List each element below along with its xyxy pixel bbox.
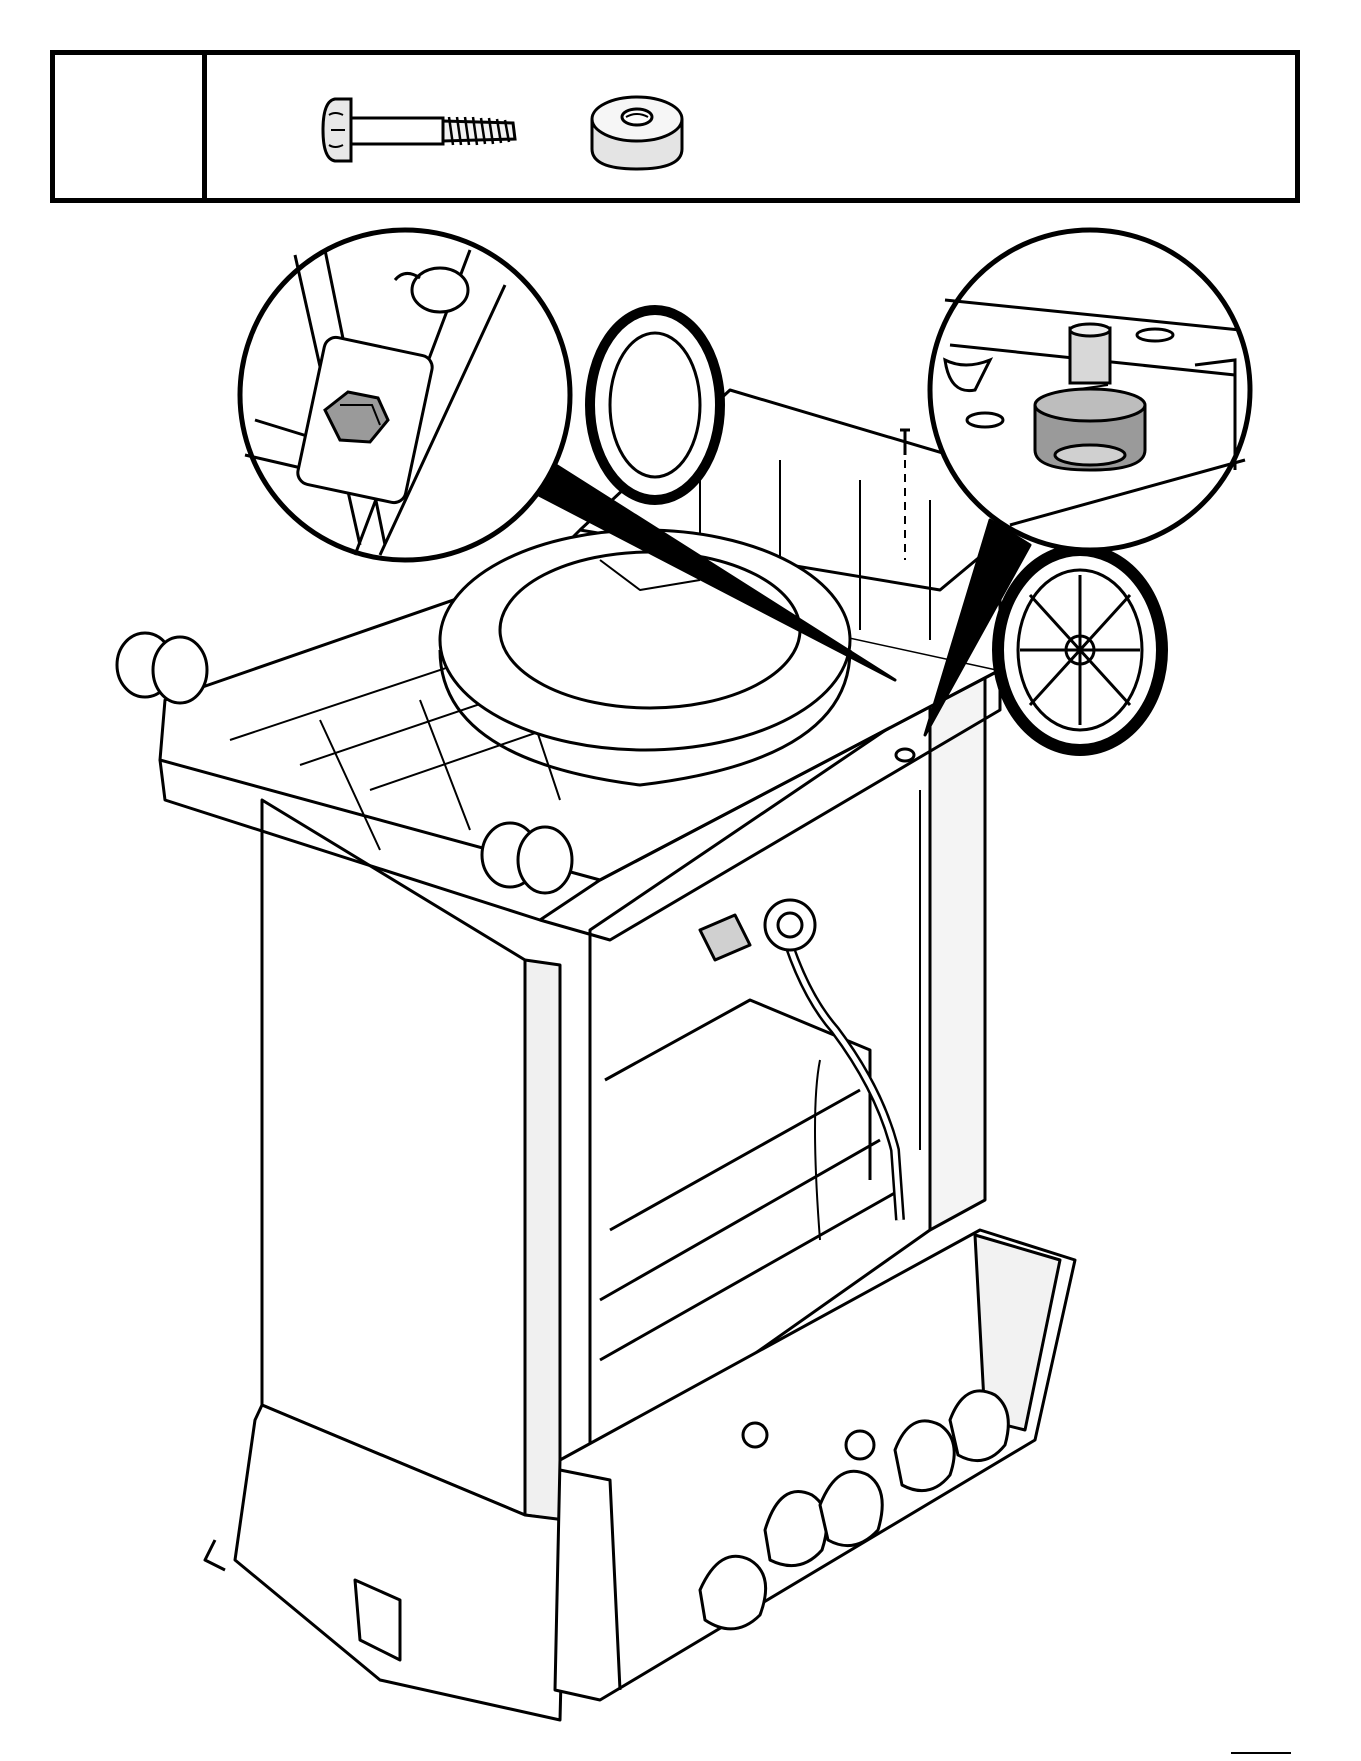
right-side-panel [930, 670, 985, 1230]
parts-area [207, 55, 1295, 198]
parts-box [50, 50, 1300, 203]
shoulder-bolt-icon [317, 85, 527, 175]
bolt-head-detail [240, 230, 570, 560]
left-side-panel [262, 800, 525, 1515]
spacer-detail [930, 230, 1250, 550]
page-edge-marker [1231, 1751, 1291, 1755]
step-number-cell [55, 55, 207, 198]
spacer-washer-icon [582, 87, 692, 177]
grill-cart-illustration [0, 215, 1361, 1761]
